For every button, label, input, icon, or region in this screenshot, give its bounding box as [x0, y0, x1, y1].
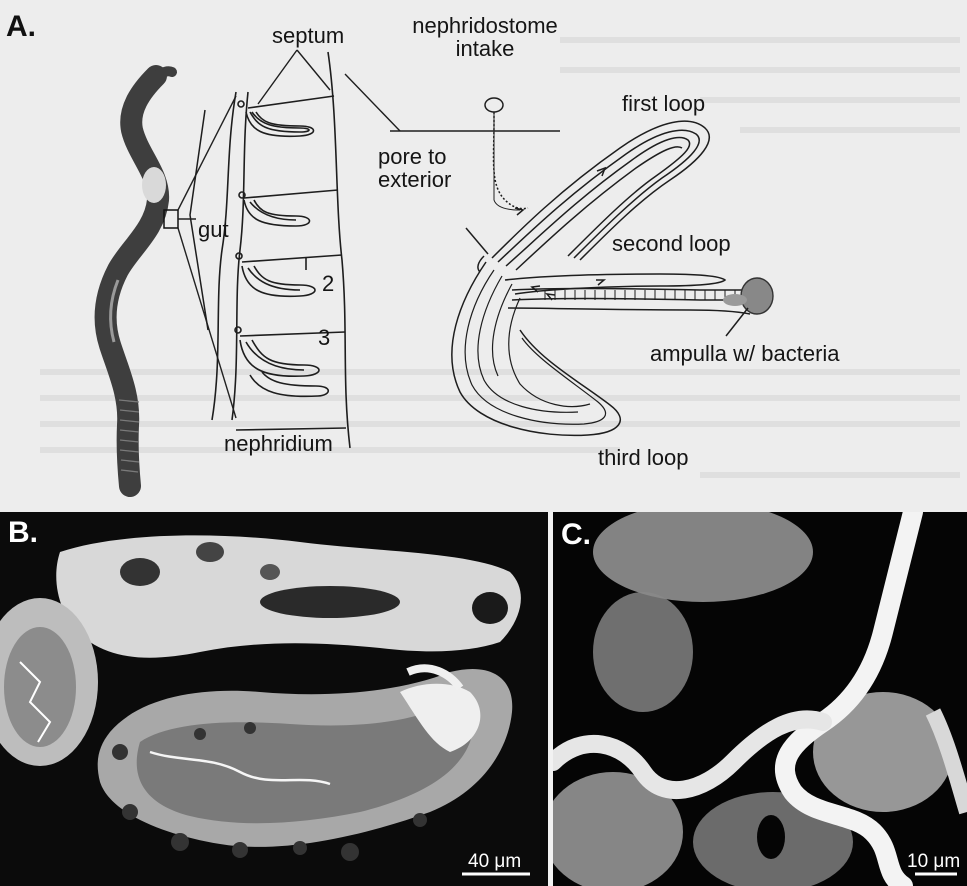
label-ampulla: ampulla w/ bacteria: [650, 342, 840, 365]
panel-c-micrograph: C. 10 μm: [553, 512, 967, 886]
label-septum: septum: [272, 24, 344, 47]
panel-b-micrograph: B. 40 μm: [0, 512, 548, 886]
label-pore-line1: pore to: [378, 144, 447, 169]
panel-a-diagram: A. septum nephridostome intake first loo…: [0, 0, 967, 512]
label-gut: gut: [198, 218, 229, 241]
panel-b-letter: B.: [8, 518, 38, 548]
septum-leaders: [258, 50, 330, 104]
nephridium-diagram-drawing: [0, 0, 967, 512]
label-pore-to-exterior: pore to exterior: [378, 145, 451, 191]
panel-a-letter: A.: [6, 12, 36, 42]
gut-section-drawing: [212, 52, 350, 448]
micrograph-c-image: [553, 512, 967, 886]
label-second-loop: second loop: [612, 232, 731, 255]
label-first-loop: first loop: [622, 92, 705, 115]
scale-bar-c-label: 10 μm: [907, 852, 960, 871]
label-number-3: 3: [318, 326, 330, 349]
panel-c-letter: C.: [561, 520, 591, 550]
label-nephridostome-line1: nephridostome: [412, 13, 558, 38]
label-number-2: 2: [322, 272, 334, 295]
label-third-loop: third loop: [598, 446, 689, 469]
scale-bar-b-label: 40 μm: [468, 852, 521, 871]
nephridium-detail-drawing: [452, 98, 750, 435]
label-nephridium: nephridium: [224, 432, 333, 455]
label-nephridostome: nephridostome intake: [400, 14, 570, 60]
ampulla-shape: [741, 278, 773, 314]
micrograph-b-image: [0, 512, 548, 886]
label-pore-line2: exterior: [378, 167, 451, 192]
label-nephridostome-line2: intake: [456, 36, 515, 61]
ampulla-bacteria: [723, 294, 747, 306]
nephridostome-leaders: [345, 74, 560, 131]
